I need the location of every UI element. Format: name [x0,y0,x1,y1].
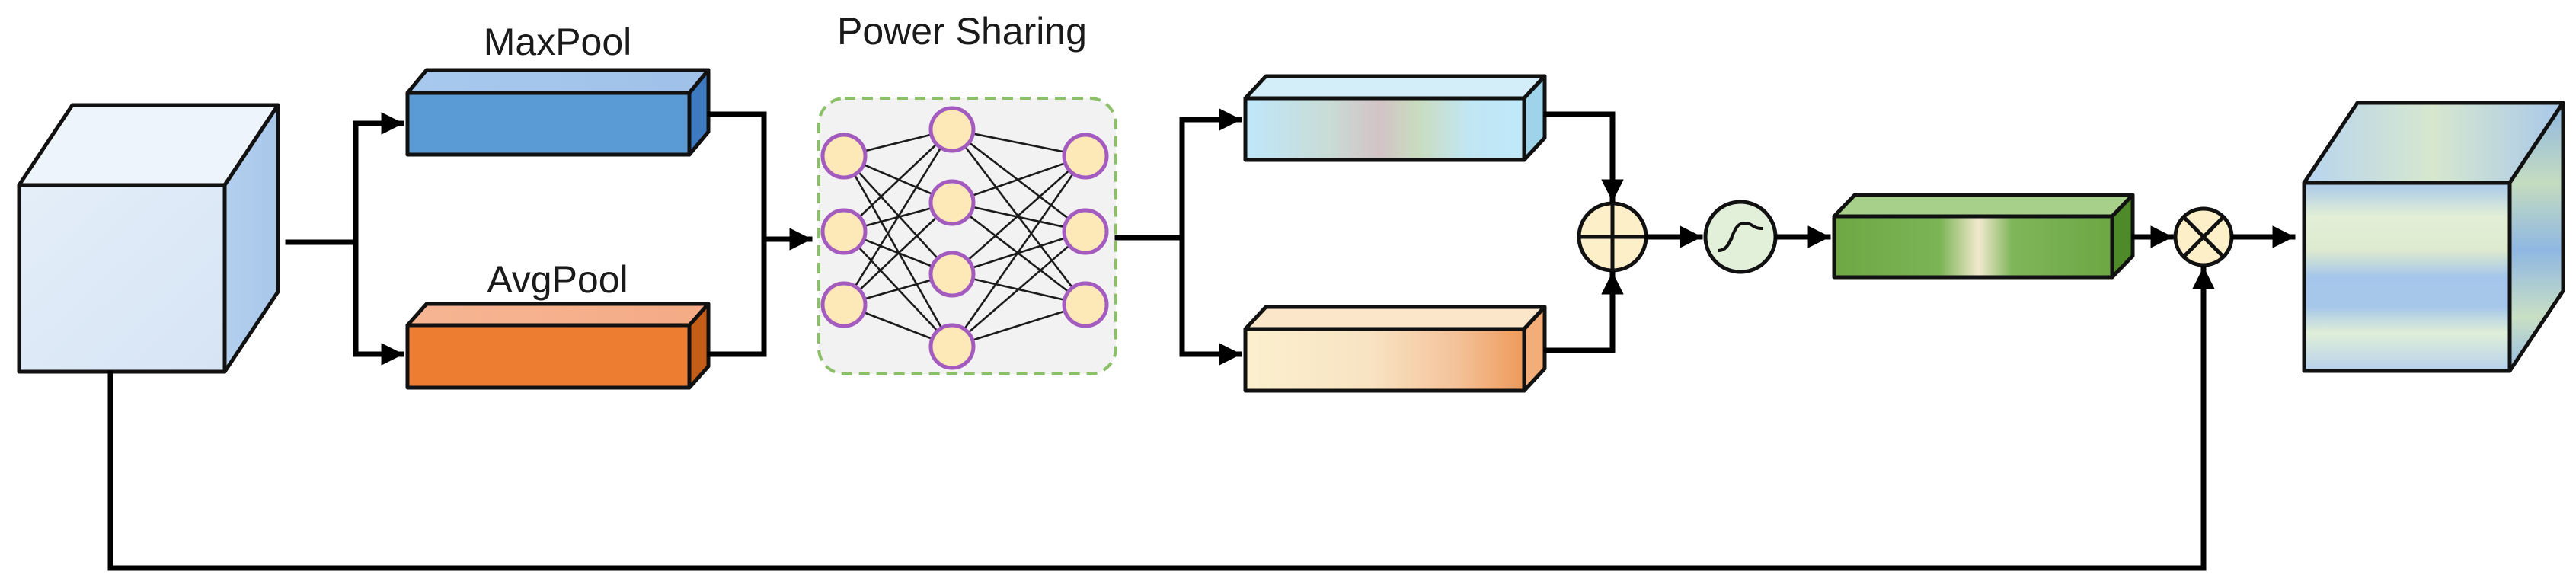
maxpool-label: MaxPool [484,21,632,63]
mlp-node [1062,133,1109,180]
input-feature-cube [17,103,280,374]
sigmoid-icon [1703,200,1778,274]
mlp-node [928,106,976,153]
maxpool-bar [405,68,711,157]
mlp-output-bar-avg [1243,305,1547,393]
connectors [107,108,2296,571]
avgpool-label: AvgPool [487,258,628,301]
mlp-node [820,281,868,328]
mlp-node [928,323,976,370]
mlp-node [1062,281,1109,328]
channel-attention-bar [1832,193,2135,280]
mlp-nodes [820,106,1109,370]
mlp-node [928,251,976,298]
circle-plus-icon [1577,201,1648,273]
circle-times-icon [2173,206,2234,267]
mlp-node [820,133,868,180]
shared-mlp-panel [817,97,1117,375]
avgpool-bar [405,302,711,390]
mlp-output-bar-max [1243,74,1547,162]
mlp-node [1062,208,1109,255]
mlp-node [820,208,868,255]
mlp-node [928,179,976,226]
output-feature-cube [2302,101,2565,373]
power-sharing-label: Power Sharing [837,10,1087,53]
